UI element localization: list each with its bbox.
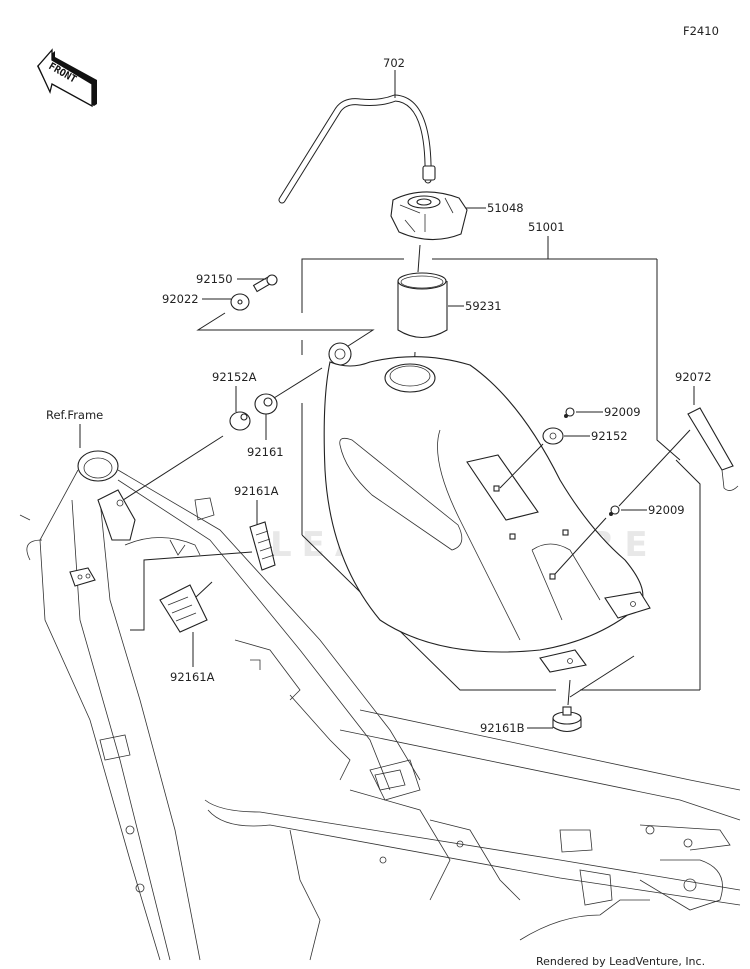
label-92152: 92152	[591, 429, 628, 443]
part-92161A-pad-lower[interactable]: 92161A	[159, 581, 215, 684]
label-92161: 92161	[247, 445, 284, 459]
part-92009-screw-upper[interactable]: 92009	[564, 405, 641, 419]
label-92009-lower: 92009	[648, 503, 685, 517]
part-92009-screw-lower[interactable]: 92009	[554, 429, 691, 575]
front-arrow-icon: FRONT	[37, 48, 97, 108]
label-51048: 51048	[487, 201, 524, 215]
label-92161A-lower: 92161A	[170, 670, 215, 684]
label-92161A-upper: 92161A	[234, 484, 279, 498]
label-92009-upper: 92009	[604, 405, 641, 419]
part-92150-bolt[interactable]: 92150	[196, 272, 278, 293]
part-92152A-collar[interactable]: 92152A	[212, 370, 257, 431]
ref-frame[interactable]: Ref.Frame	[19, 408, 741, 961]
fuel-tank-body[interactable]	[323, 342, 651, 673]
diagram-code: F2410	[683, 24, 719, 38]
label-92072: 92072	[675, 370, 712, 384]
label-59231: 59231	[465, 299, 502, 313]
part-92072-band[interactable]: 92072	[675, 370, 739, 491]
label-92022: 92022	[162, 292, 199, 306]
credit-text: Rendered by LeadVenture, Inc.	[536, 955, 705, 968]
label-ref-frame: Ref.Frame	[46, 408, 103, 422]
part-59231-strainer[interactable]: 59231	[397, 272, 502, 376]
part-92161A-pad-upper[interactable]: 92161A	[130, 484, 279, 631]
label-92161B: 92161B	[480, 721, 525, 735]
part-92152-collar[interactable]: 92152	[499, 427, 628, 489]
part-92161B-damper-rear[interactable]: 92161B	[480, 655, 635, 735]
part-92022-washer[interactable]: 92022	[162, 292, 375, 349]
label-92150: 92150	[196, 272, 233, 286]
label-92152A: 92152A	[212, 370, 257, 384]
label-51001: 51001	[528, 220, 565, 234]
part-92161-damper[interactable]: 92161	[119, 367, 323, 503]
part-51048-fuel-cap[interactable]: 51048	[390, 191, 524, 273]
label-702: 702	[383, 56, 405, 70]
part-702-hose[interactable]: 702	[278, 56, 436, 204]
part-51001-tank-bracket[interactable]: 51001	[301, 220, 701, 691]
